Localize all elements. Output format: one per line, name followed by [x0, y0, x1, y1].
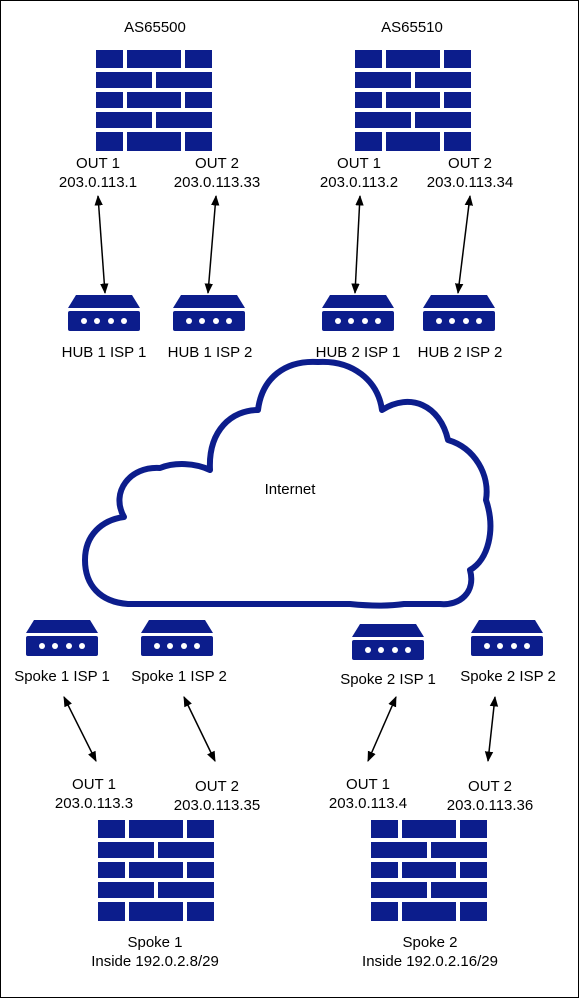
spoke2-out2-label: OUT 2 203.0.113.36 — [447, 777, 533, 815]
hub2-isp2-label: HUB 2 ISP 2 — [417, 344, 503, 361]
spoke2-out1-ip: 203.0.113.4 — [328, 795, 408, 812]
spoke1-out2-label: OUT 2 203.0.113.35 — [174, 777, 260, 815]
hub1-out1-ip: 203.0.113.1 — [58, 174, 138, 191]
spoke2-out1-label: OUT 1 203.0.113.4 — [329, 775, 407, 813]
spoke2-isp2-router-icon — [471, 620, 543, 656]
hub1-out1-name: OUT 1 — [76, 155, 120, 172]
internet-label: Internet — [264, 481, 316, 498]
spoke1-out2-link-arrow — [183, 696, 216, 762]
internet-cloud-icon — [82, 358, 494, 609]
spoke1-out1-label: OUT 1 203.0.113.3 — [55, 775, 133, 813]
hub1-out1-label: OUT 1 203.0.113.1 — [59, 154, 137, 192]
hub2-asn-label: AS65510 — [381, 19, 443, 36]
hub2-out2-label: OUT 2 203.0.113.34 — [427, 154, 513, 192]
spoke2-inside-subnet: Inside 192.0.2.16/29 — [362, 953, 498, 970]
spoke2-out1-link-arrow — [367, 696, 397, 762]
hub2-isp1-label: HUB 2 ISP 1 — [315, 344, 401, 361]
spoke2-isp2-label: Spoke 2 ISP 2 — [460, 668, 556, 685]
hub2-out2-link-arrow — [454, 194, 474, 295]
spoke1-out1-name: OUT 1 — [72, 776, 116, 793]
spoke1-inside-subnet: Inside 192.0.2.8/29 — [91, 953, 219, 970]
hub2-out2-name: OUT 2 — [448, 155, 492, 172]
spoke1-name: Spoke 1 — [127, 934, 183, 951]
spoke1-isp1-router-icon — [26, 620, 98, 656]
hub1-firewall-icon — [94, 48, 214, 153]
spoke2-isp1-label: Spoke 2 ISP 1 — [340, 671, 436, 688]
hub1-isp1-label: HUB 1 ISP 1 — [61, 344, 147, 361]
spoke1-out1-ip: 203.0.113.3 — [54, 795, 134, 812]
hub2-out1-name: OUT 1 — [337, 155, 381, 172]
spoke1-out1-link-arrow — [63, 696, 97, 762]
hub2-firewall-icon — [353, 48, 473, 153]
hub2-out2-ip: 203.0.113.34 — [426, 174, 514, 191]
spoke2-out2-name: OUT 2 — [468, 778, 512, 795]
hub2-isp2-router-icon — [423, 295, 495, 331]
hub1-isp2-label: HUB 1 ISP 2 — [167, 344, 253, 361]
hub1-out2-name: OUT 2 — [195, 155, 239, 172]
spoke2-firewall-icon — [369, 818, 489, 923]
hub1-asn-label: AS65500 — [124, 19, 186, 36]
hub1-out2-label: OUT 2 203.0.113.33 — [174, 154, 260, 192]
hub2-isp1-router-icon — [322, 295, 394, 331]
spoke2-out2-link-arrow — [484, 695, 499, 763]
spoke1-isp2-label: Spoke 1 ISP 2 — [131, 668, 227, 685]
hub1-out1-link-arrow — [94, 194, 109, 295]
spoke2-isp1-router-icon — [352, 624, 424, 660]
spoke1-out2-name: OUT 2 — [195, 778, 239, 795]
spoke2-site-label: Spoke 2 Inside 192.0.2.16/29 — [362, 933, 498, 971]
spoke1-out2-ip: 203.0.113.35 — [173, 797, 261, 814]
spoke1-isp2-router-icon — [141, 620, 213, 656]
spoke2-name: Spoke 2 — [402, 934, 458, 951]
spoke1-firewall-icon — [96, 818, 216, 923]
spoke1-site-label: Spoke 1 Inside 192.0.2.8/29 — [91, 933, 219, 971]
hub1-isp1-router-icon — [68, 295, 140, 331]
spoke2-out2-ip: 203.0.113.36 — [446, 797, 534, 814]
hub2-out1-ip: 203.0.113.2 — [319, 174, 399, 191]
hub2-out1-label: OUT 1 203.0.113.2 — [320, 154, 398, 192]
spoke2-out1-name: OUT 1 — [346, 776, 390, 793]
hub2-out1-link-arrow — [351, 194, 364, 295]
hub1-out2-ip: 203.0.113.33 — [173, 174, 261, 191]
hub1-out2-link-arrow — [204, 194, 220, 295]
spoke1-isp1-label: Spoke 1 ISP 1 — [14, 668, 110, 685]
hub1-isp2-router-icon — [173, 295, 245, 331]
